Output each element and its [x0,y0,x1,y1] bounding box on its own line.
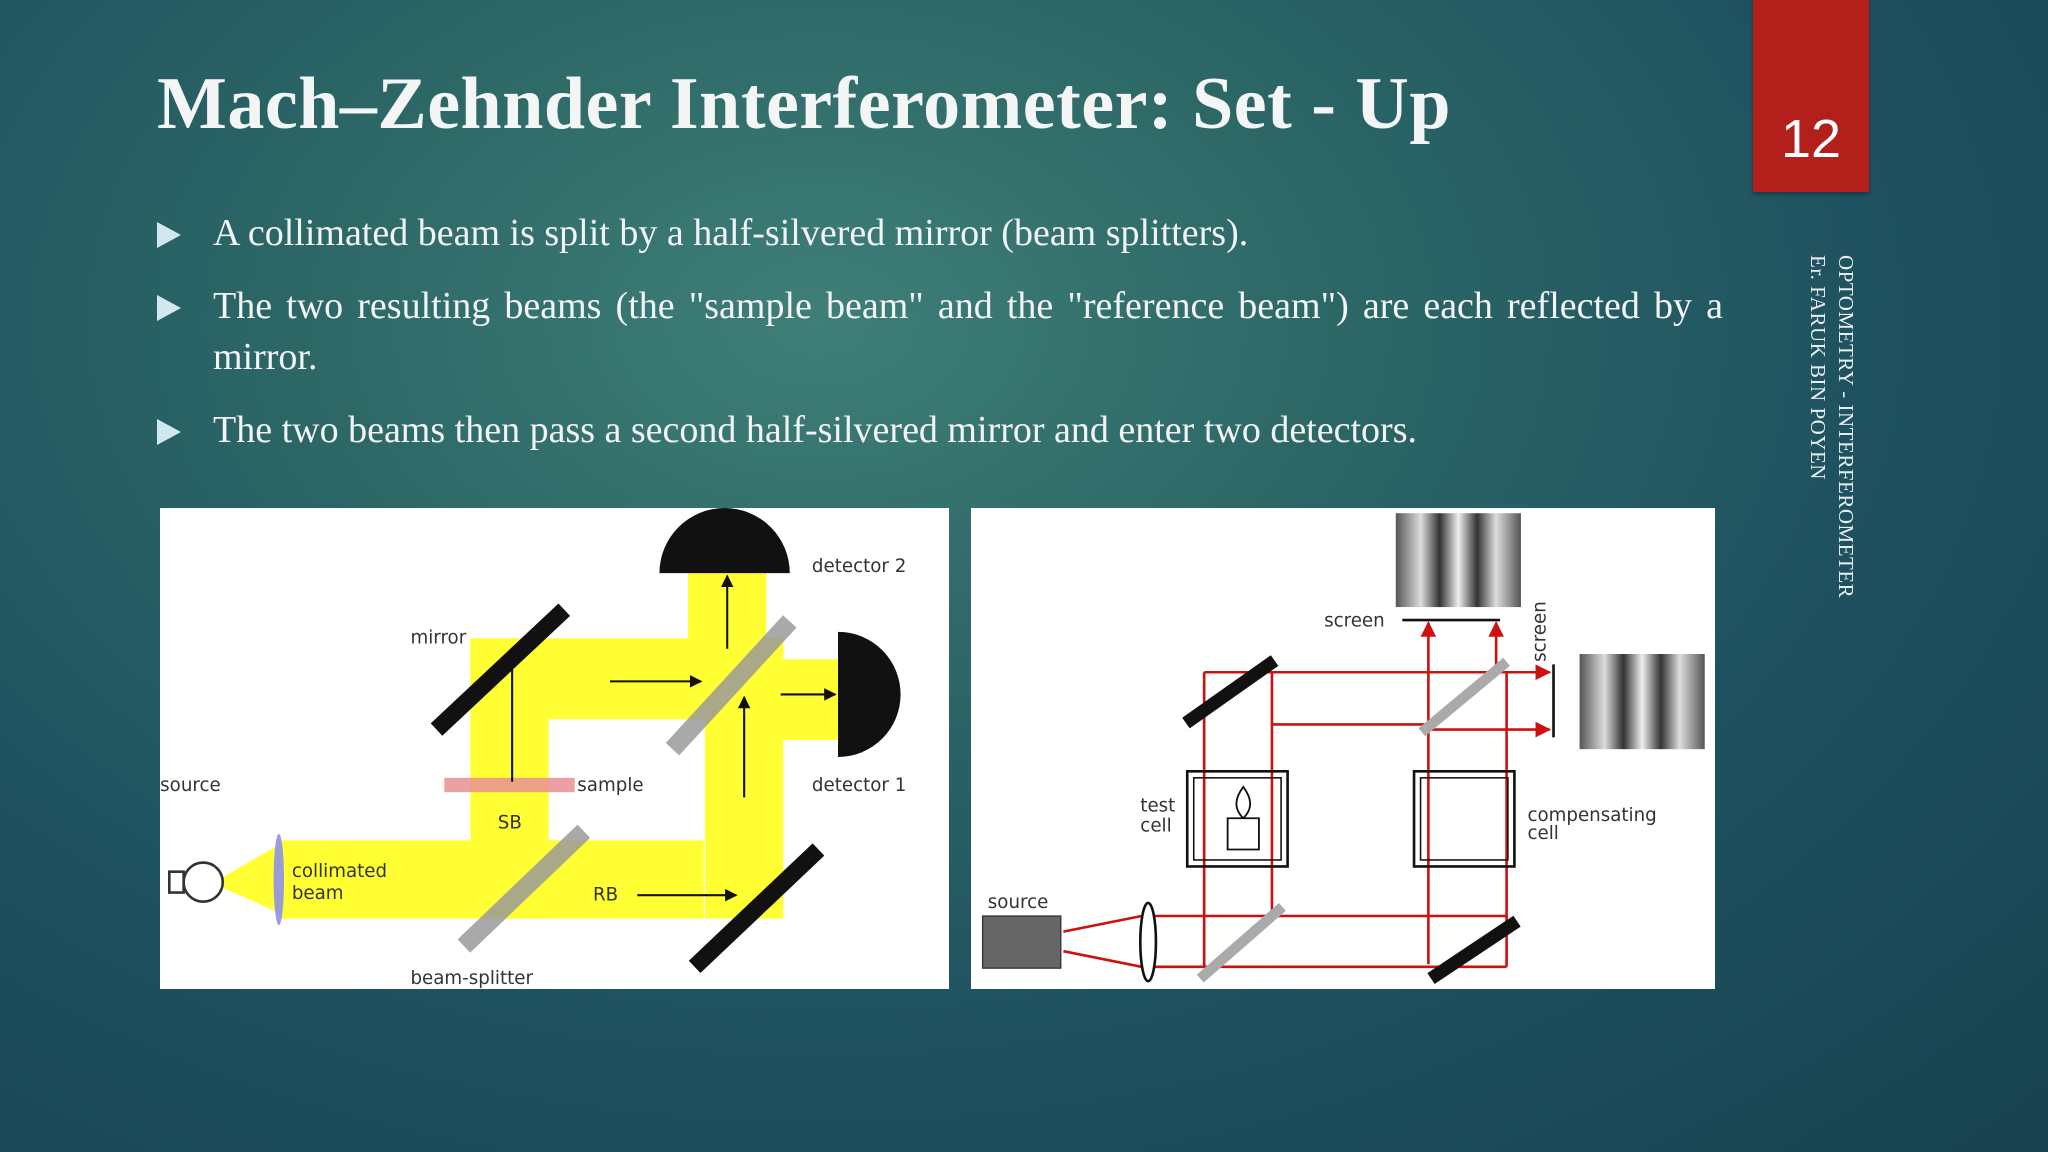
label-detector-2: detector 2 [812,556,906,577]
label-collimated: collimated [292,861,387,882]
bullet-list: A collimated beam is split by a half-sil… [157,208,1723,478]
detector-2 [659,508,790,574]
fringe-image-top [1395,513,1521,608]
splitter-bottom [1196,902,1286,983]
label-compensating: compensating [1527,805,1656,826]
label-test: test [1140,796,1175,817]
label-beam-splitter: beam-splitter [410,968,533,989]
test-cell [1185,770,1289,868]
label-rb: RB [593,884,618,905]
source-box [981,915,1062,969]
label-source: source [988,892,1049,913]
interferometer-schematic: screen screen test cell compensating cel… [971,508,1715,989]
mirror-top [430,603,571,736]
compensating-cell [1412,770,1516,868]
label-mirror: mirror [410,628,466,649]
mirror-bottom [688,843,825,973]
beam-splitter-2 [665,615,797,756]
bullet-text: The two beams then pass a second half-si… [213,409,1417,451]
light-bulb-icon [168,861,225,903]
label-screen-side: screen [1530,601,1551,662]
beam-splitter-1 [457,824,591,953]
ray-paths [1063,621,1552,969]
side-text-author: Er. FARUK BIN POYEN [1806,255,1830,480]
page-number: 12 [1780,109,1842,169]
focusing-lens [1138,901,1158,983]
beam-to-detector1 [772,659,839,741]
label-sb: SB [498,813,522,834]
side-text-course: OPTOMETRY - INTERFEROMETER [1834,255,1858,599]
schematic-svg: screen screen test cell compensating cel… [981,513,1705,984]
bullet-arrow-icon [157,295,181,321]
bullet-arrow-icon [157,222,181,248]
label-beam: beam [292,883,344,904]
bullet-item: A collimated beam is split by a half-sil… [157,208,1723,259]
label-screen-top: screen [1324,611,1385,632]
slide-title: Mach–Zehnder Interferometer: Set - Up [157,63,1451,145]
bullet-item: The two resulting beams (the "sample bea… [157,281,1723,383]
page-number-badge: 12 [1753,0,1869,192]
mach-zehnder-diagram: detector 2 mirror source sample detector… [160,508,949,989]
beam-input [280,840,509,919]
mirror-bottom-right [1427,915,1521,984]
fringe-image-right [1579,653,1705,750]
candle-icon [1226,785,1260,851]
bullet-arrow-icon [157,419,181,445]
sample-slab [444,777,575,793]
label-compensating-cell: cell [1527,823,1558,844]
side-footer-text: OPTOMETRY - INTERFEROMETER Er. FARUK BIN… [1800,255,1860,655]
bullet-item: The two beams then pass a second half-si… [157,405,1723,456]
mirror-top-left [1182,655,1279,729]
source-light-cone [212,841,285,915]
label-test-cell: cell [1140,815,1171,836]
detector-1 [838,631,901,757]
bullet-text: The two resulting beams (the "sample bea… [213,285,1723,378]
splitter-top [1418,657,1510,737]
label-sample: sample [577,775,643,796]
label-detector-1: detector 1 [812,775,906,796]
diagram-svg: detector 2 mirror source sample detector… [160,508,906,989]
collimating-lens [273,833,285,926]
label-source: source [160,775,221,796]
bullet-text: A collimated beam is split by a half-sil… [213,212,1249,254]
